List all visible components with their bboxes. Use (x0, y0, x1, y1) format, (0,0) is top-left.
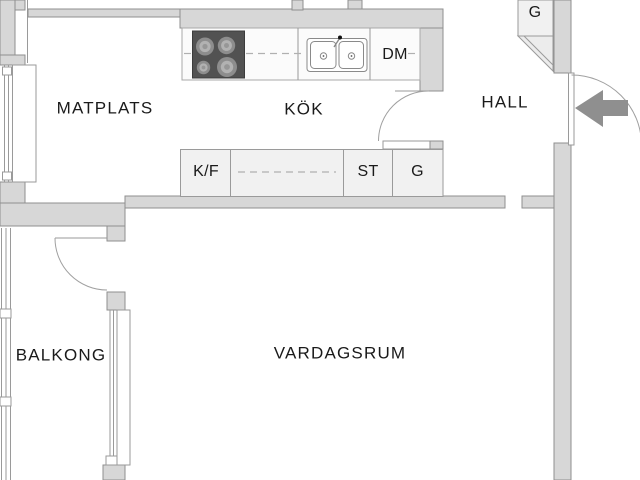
window-sill (12, 64, 37, 183)
door-entrance (568, 72, 640, 146)
wall-stub-top-1 (291, 0, 304, 11)
window-sill (116, 309, 131, 466)
fixture-label-wardrobe: G (411, 163, 424, 180)
counter-cabinet (230, 149, 344, 197)
wall-balcony-band (0, 202, 126, 227)
fridge-freezer-cabinet (180, 149, 231, 197)
room-label-matplats: MATPLATS (56, 98, 154, 118)
wall-window-stub-upper (106, 291, 126, 311)
room-label-kok: KÖK (284, 99, 324, 119)
room-label-balkong: BALKONG (15, 345, 107, 365)
fixture-label-cleaning: ST (357, 163, 379, 180)
kitchen-wardrobe-cabinet (392, 149, 444, 197)
door-swing-kitchen (378, 90, 429, 142)
wall-under-cabinets (124, 195, 506, 209)
wall-window-head (0, 54, 26, 66)
wall-top-thick (179, 8, 444, 29)
window-vardagsrum-balcony (105, 309, 131, 466)
sink-icon (306, 35, 368, 72)
wall-right-lower (553, 142, 572, 480)
room-label-hall: HALL (481, 92, 529, 112)
fixture-label-dishwasher: DM (382, 46, 408, 63)
window-balcony-glazing (0, 228, 12, 480)
wall-left-notch (14, 0, 26, 11)
hall-wardrobe (516, 0, 554, 73)
door-swing-entrance (571, 74, 640, 134)
wall-right-upper (553, 0, 572, 74)
hall-wardrobe-angle-line (523, 35, 554, 66)
door-kitchen (378, 90, 429, 142)
fixture-label-fridge-freezer: K/F (193, 163, 219, 180)
wall-top-thin (27, 8, 181, 18)
door-balcony (54, 237, 108, 291)
wall-kitchen-door-cap (429, 140, 444, 150)
hall-wardrobe-box (517, 0, 554, 37)
wall-window-stub-lower (102, 464, 126, 480)
entrance-arrow-icon (575, 90, 628, 127)
kitchen-counter (181, 27, 421, 81)
wall-balcony-step (106, 225, 126, 242)
door-leaf-entrance (568, 72, 575, 146)
wall-left-upper (0, 0, 16, 64)
wall-left-mid (0, 181, 26, 205)
stove-icon (192, 30, 245, 79)
wall-stub-top-2 (347, 0, 363, 10)
wall-kitchen-east-upper (419, 27, 444, 92)
hall-wardrobe-angle (516, 35, 554, 73)
window-matplats (2, 64, 37, 183)
wall-hall-stub (521, 195, 557, 209)
cabinet-row (180, 149, 444, 197)
door-swing-balcony (54, 237, 108, 291)
room-label-vardagsrum: VARDAGSRUM (273, 343, 407, 363)
fixture-label-hall-wardrobe: G (528, 4, 542, 21)
cleaning-cabinet (343, 149, 393, 197)
